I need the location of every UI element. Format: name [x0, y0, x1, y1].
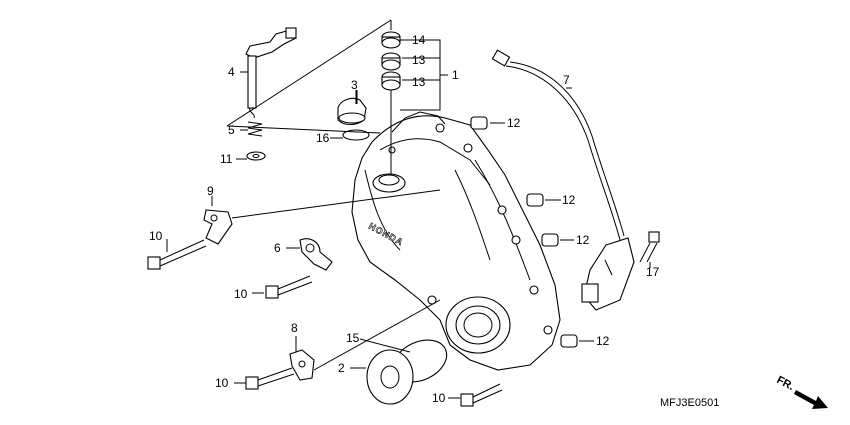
- label-12c: 12: [576, 233, 590, 247]
- label-12a: 12: [507, 116, 521, 130]
- direction-label: FR.: [775, 374, 796, 393]
- label-16: 16: [316, 131, 330, 145]
- front-arrow-icon: FR.: [775, 374, 828, 409]
- breather-tube: [491, 49, 635, 311]
- oil-filler-cap: [337, 90, 370, 141]
- leader-lines: [166, 19, 651, 399]
- label-10b: 10: [234, 287, 248, 301]
- label-5: 5: [228, 123, 235, 137]
- part-labels: 14 13 13 1 4 5 11 3 16 12 12 12 12 7 17 …: [149, 33, 660, 405]
- label-6: 6: [274, 241, 281, 255]
- label-4: 4: [228, 65, 235, 79]
- clamp-9: [203, 189, 441, 245]
- label-12b: 12: [562, 193, 576, 207]
- label-15: 15: [346, 331, 360, 345]
- bolts-10: [147, 239, 503, 407]
- label-8: 8: [291, 321, 298, 335]
- diagram-code: MFJ3E0501: [660, 397, 719, 409]
- clutch-cap: [366, 339, 448, 405]
- bolt-17: [639, 231, 660, 263]
- dowel-pins: [470, 116, 578, 348]
- label-10c: 10: [215, 376, 229, 390]
- label-12d: 12: [596, 334, 610, 348]
- label-14: 14: [412, 33, 426, 47]
- crankcase-cover: HONDA: [351, 111, 561, 371]
- bracket-8: [289, 349, 315, 381]
- label-2: 2: [338, 361, 345, 375]
- label-17: 17: [646, 265, 660, 279]
- label-1: 1: [452, 68, 459, 82]
- label-11: 11: [220, 152, 233, 166]
- label-9: 9: [207, 184, 214, 198]
- clamp-6: [299, 238, 333, 271]
- label-7: 7: [563, 73, 570, 87]
- bearing-stack: [381, 31, 401, 175]
- shift-assembly: [245, 27, 297, 161]
- label-13a: 13: [412, 53, 426, 67]
- label-10a: 10: [149, 229, 163, 243]
- label-13b: 13: [412, 75, 426, 89]
- label-10d: 10: [432, 391, 446, 405]
- label-3: 3: [351, 78, 358, 92]
